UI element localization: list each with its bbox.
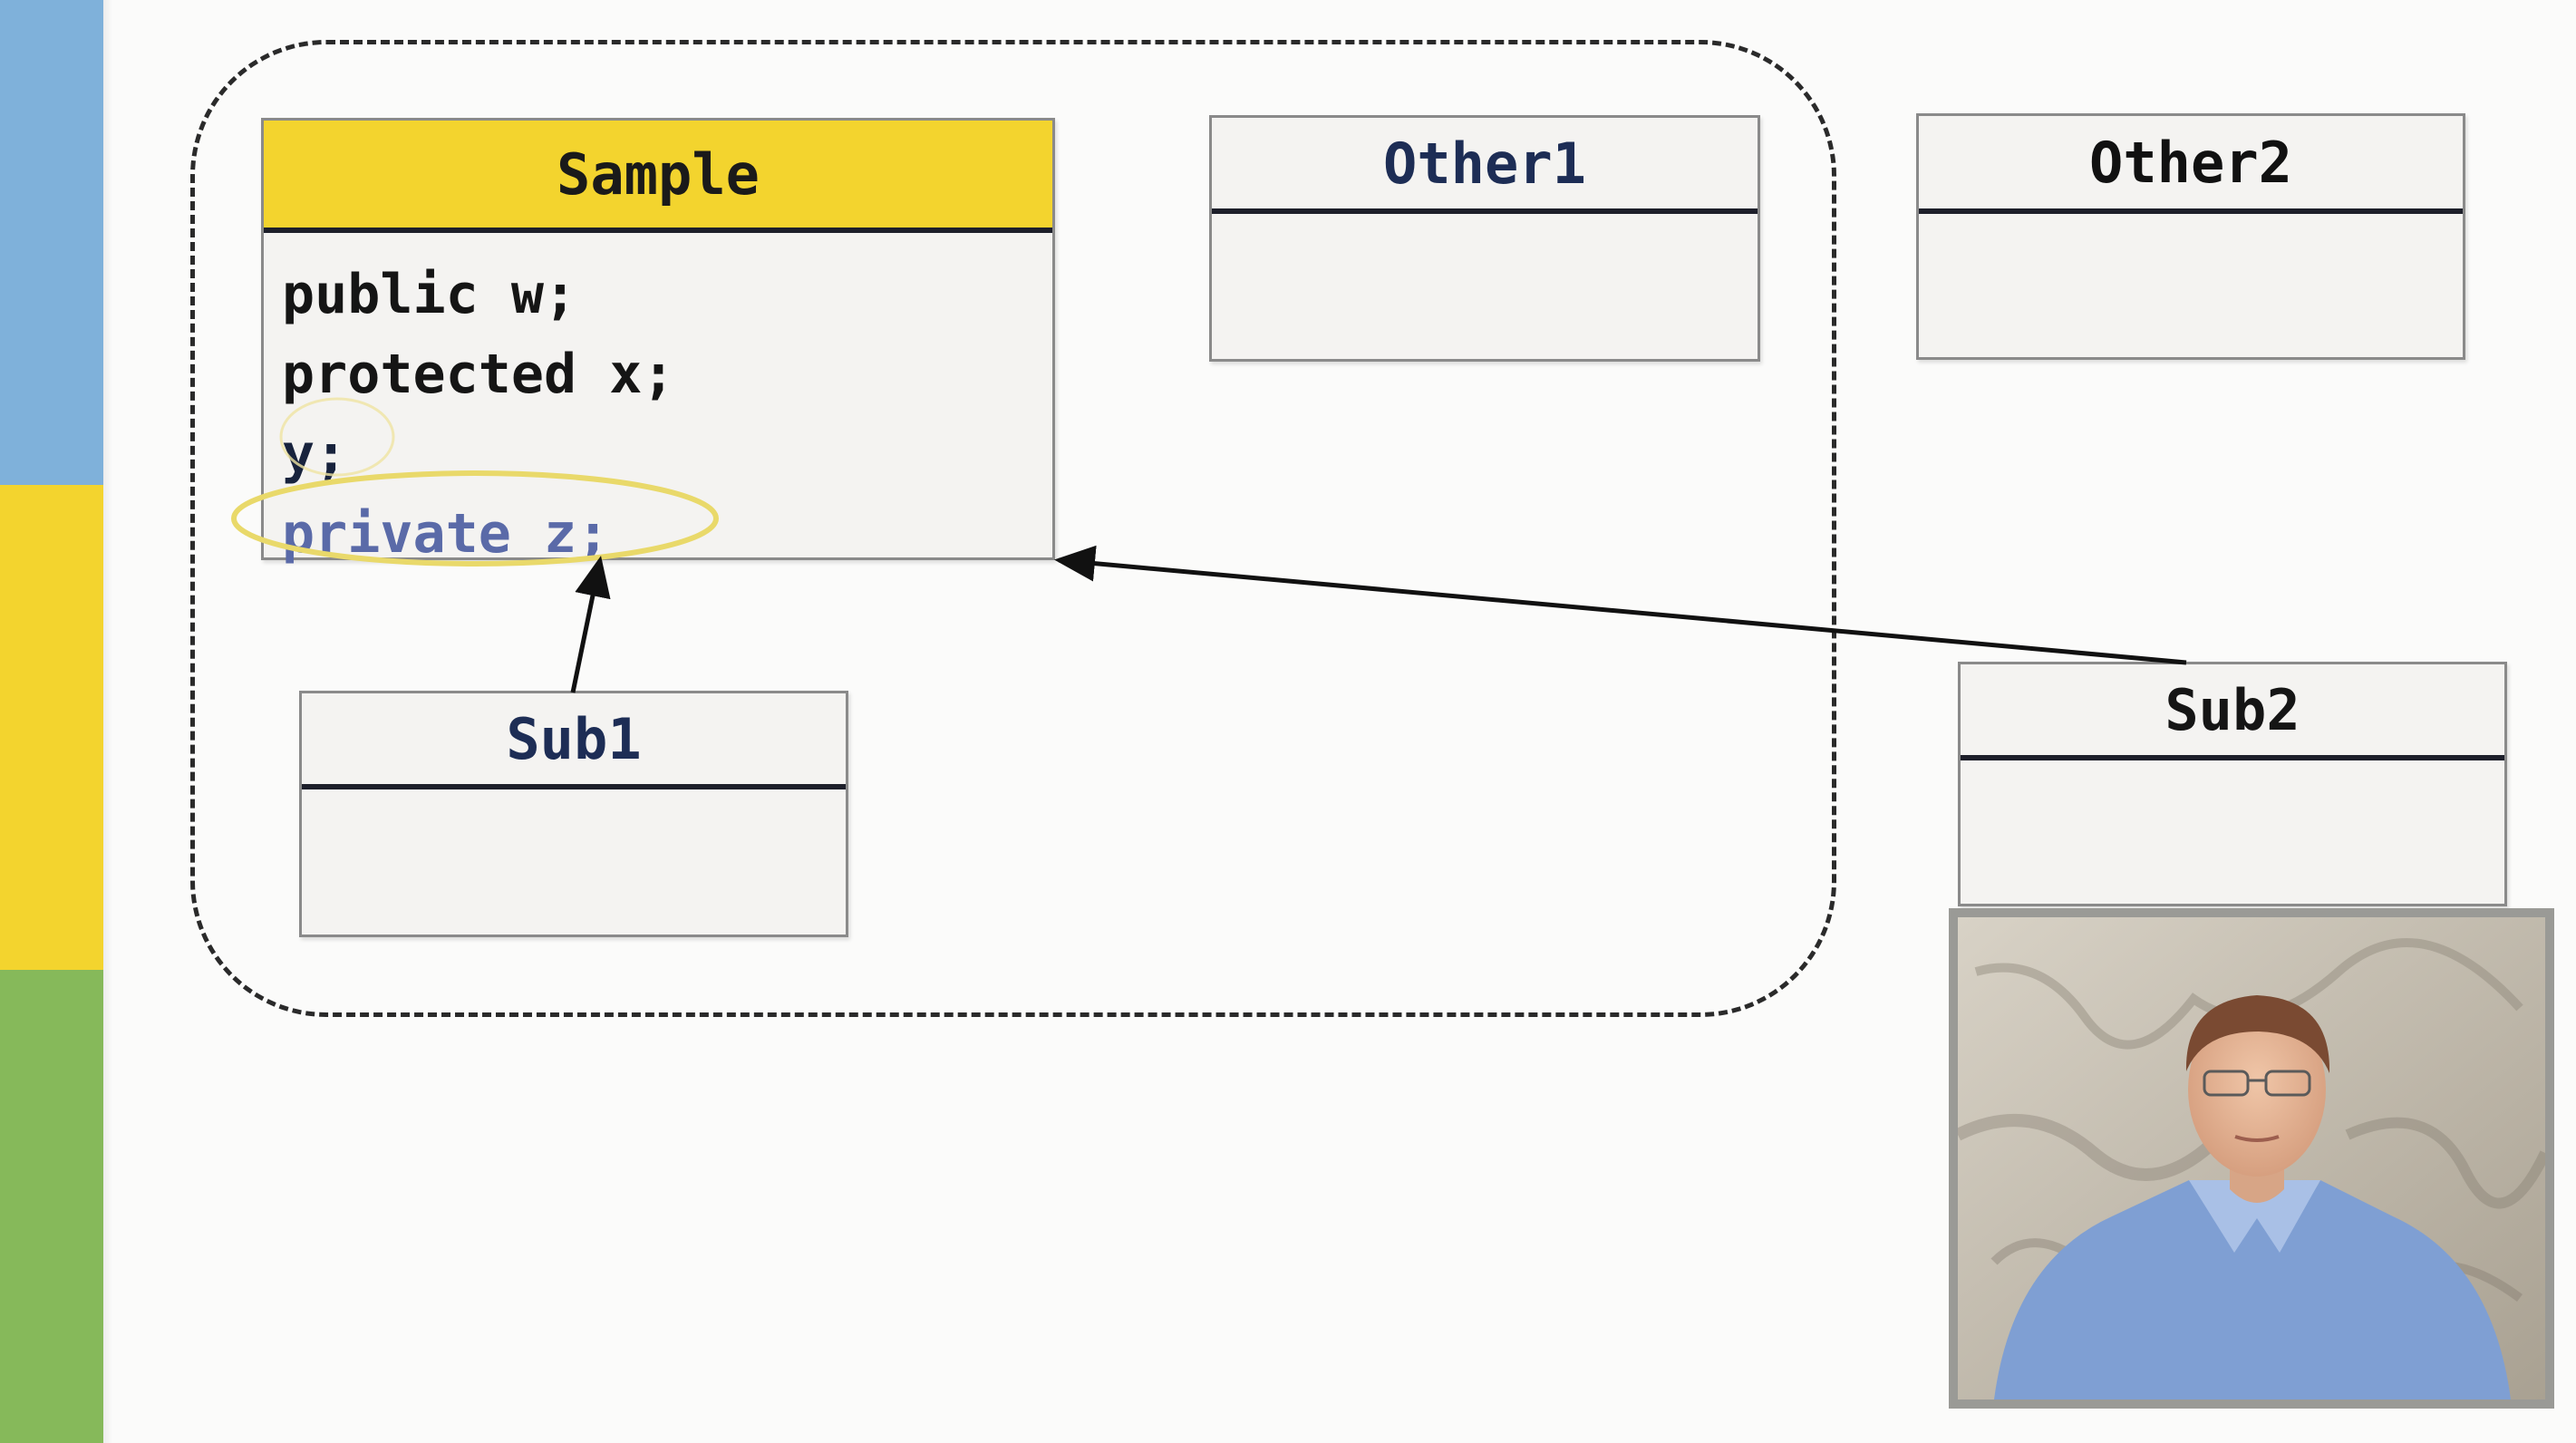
class-sample-name: Sample <box>264 121 1052 233</box>
class-sub1: Sub1 <box>299 691 848 937</box>
side-stripe-yellow <box>0 485 103 970</box>
side-stripe-green <box>0 970 103 1443</box>
class-other2-name: Other2 <box>1919 116 2463 214</box>
class-other1-name: Other1 <box>1212 118 1758 214</box>
class-other1: Other1 <box>1209 115 1760 362</box>
class-sample-fields: public w; protected x; y; private z; <box>264 233 1052 574</box>
package-boundary <box>190 40 1836 1017</box>
class-other2: Other2 <box>1916 113 2465 360</box>
field-package-y: y; <box>282 422 348 486</box>
presenter-video-icon <box>1958 917 2545 1399</box>
field-private-z: private z; <box>282 502 610 566</box>
field-public-w: public w; <box>282 263 577 326</box>
class-sub2: Sub2 <box>1958 662 2507 906</box>
side-stripe-blue <box>0 0 103 485</box>
side-stripe-shadow <box>103 0 112 1443</box>
presenter-video[interactable] <box>1949 908 2554 1409</box>
class-sample: Sample public w; protected x; y; private… <box>261 118 1055 566</box>
class-sub2-name: Sub2 <box>1961 664 2504 760</box>
class-sub1-name: Sub1 <box>302 693 846 789</box>
field-protected-x: protected x; <box>282 343 675 406</box>
